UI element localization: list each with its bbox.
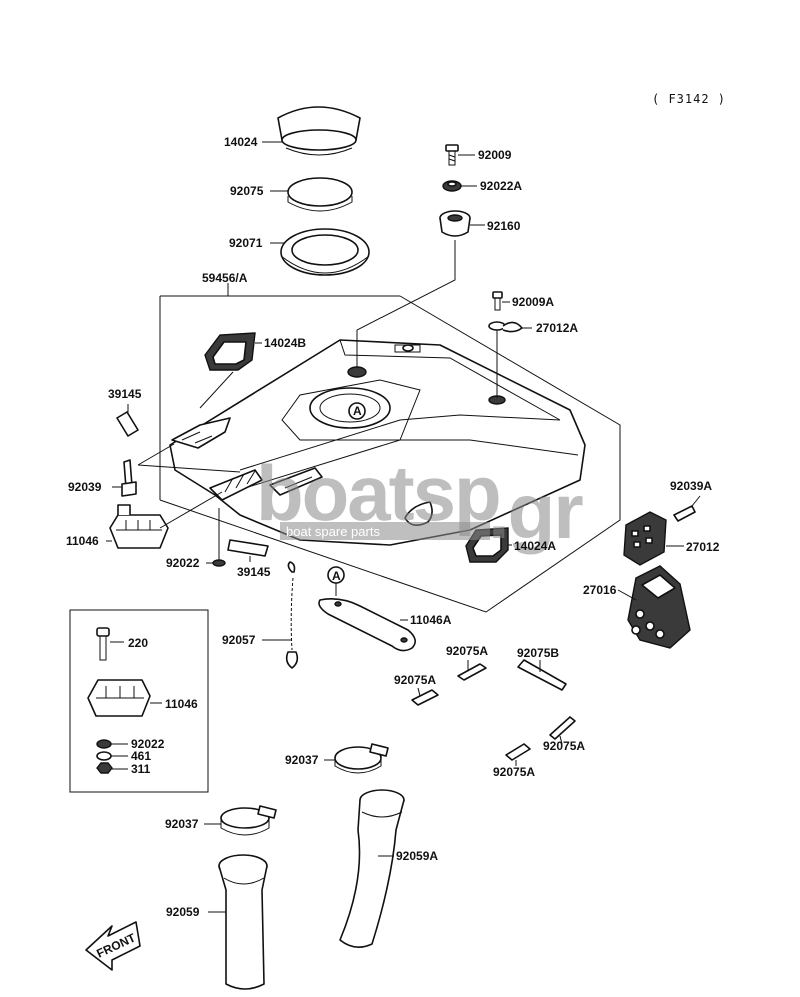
washer-461: [96, 751, 112, 761]
inset-box: [69, 609, 209, 793]
clip-27012A: [488, 321, 523, 333]
label-11046: 11046: [66, 534, 99, 548]
pin-39145-bottom: [227, 539, 269, 557]
label-220: 220: [128, 636, 148, 650]
ring-92071: [280, 228, 370, 276]
label-14024: 14024: [224, 135, 258, 149]
leader-lines: [106, 141, 701, 913]
washer-92022A: [442, 180, 462, 192]
hose-92059A: [339, 789, 405, 948]
label-92160: 92160: [487, 219, 521, 233]
label-92075: 92075: [230, 184, 264, 198]
label-92059: 92059: [166, 905, 200, 919]
hose-92059: [218, 854, 268, 990]
strip-92075A-3: [549, 716, 576, 740]
label-92075A-4: 92075A: [493, 765, 535, 779]
label-92009A: 92009A: [512, 295, 554, 309]
strip-92075A-2: [411, 689, 439, 706]
label-14024B: 14024B: [264, 336, 306, 350]
label-92039A: 92039A: [670, 479, 712, 493]
label-11046A: 11046A: [410, 613, 452, 627]
label-39145-bottom: 39145: [237, 565, 271, 579]
label-92071: 92071: [229, 236, 263, 250]
washer-92022-inset: [96, 739, 112, 749]
label-311: 311: [131, 762, 151, 776]
label-27016: 27016: [583, 583, 617, 597]
label-39145-top: 39145: [108, 387, 142, 401]
label-92075B: 92075B: [517, 646, 559, 660]
gasket-14024B: [204, 332, 256, 371]
label-92022: 92022: [166, 556, 200, 570]
grommet-92160: [439, 210, 471, 237]
bracket-11046-inset: [87, 679, 151, 717]
label-92022-inset: 92022: [131, 737, 165, 751]
label-27012: 27012: [686, 540, 720, 554]
cap-14024: [277, 106, 361, 156]
label-59456A: 59456/A: [202, 271, 248, 285]
engine-cover-housing: A: [169, 339, 586, 546]
washer-92022: [212, 559, 226, 567]
watermark-logo: boatsp boat spare parts .gr: [256, 449, 585, 555]
bracket-27012: [623, 511, 667, 566]
label-92037-right: 92037: [285, 753, 319, 767]
bolt-92039A: [673, 505, 696, 522]
label-92022A: 92022A: [480, 179, 522, 193]
ref-mark-a-top: A: [353, 404, 362, 418]
label-92059A: 92059A: [396, 849, 438, 863]
label-92075A-2: 92075A: [394, 673, 436, 687]
label-92009: 92009: [478, 148, 512, 162]
ref-mark-a-bottom: A: [332, 569, 341, 583]
bracket-11046: [109, 504, 169, 549]
clamp-92037-left: [220, 805, 277, 836]
figure-code: ( F3142 ): [652, 92, 726, 106]
bolt-92009: [445, 144, 459, 166]
label-92075A-3: 92075A: [543, 739, 585, 753]
label-92075A-1: 92075A: [446, 644, 488, 658]
label-27012A: 27012A: [536, 321, 578, 335]
bolt-220: [96, 627, 110, 661]
strip-92075A-1: [457, 663, 487, 681]
watermark-tagline: boat spare parts: [286, 524, 380, 539]
label-11046-inset: 11046: [165, 697, 198, 711]
watermark-suffix: .gr: [488, 467, 583, 555]
strip-92075B: [517, 659, 567, 691]
clamp-92037-right: [334, 743, 389, 774]
screw-92039: [121, 459, 137, 497]
label-92039: 92039: [68, 480, 102, 494]
label-92057: 92057: [222, 633, 256, 647]
strip-92075A-4: [505, 743, 531, 761]
bolt-92009A: [492, 291, 503, 311]
label-92037-left: 92037: [165, 817, 199, 831]
label-461: 461: [131, 749, 151, 763]
holder-27016: [627, 565, 691, 649]
front-arrow-icon: FRONT: [85, 921, 141, 971]
tether-92057: [285, 561, 299, 669]
label-14024A: 14024A: [514, 539, 556, 553]
part-labels: 14024 92075 92071 92009 92022A 92160 594…: [66, 135, 720, 919]
nut-311: [96, 762, 113, 774]
plate-11046A: A: [318, 566, 416, 652]
pin-39145-top: [116, 411, 139, 437]
assembly-bracket: [159, 295, 621, 613]
disc-92075: [287, 177, 353, 212]
